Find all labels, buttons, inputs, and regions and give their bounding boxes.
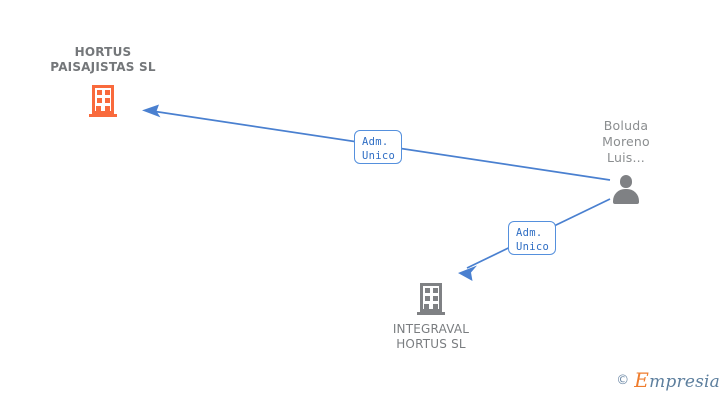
empresia-logo-text: mpresia	[649, 372, 720, 392]
empresia-logo-initial: E	[634, 368, 650, 392]
edge-label-adm-unico-integraval[interactable]: Adm. Unico	[508, 221, 556, 255]
person-icon	[611, 174, 641, 204]
empresia-logo: Empresia	[634, 368, 720, 392]
copyright-icon: ©	[616, 372, 630, 388]
edge-arrowhead	[142, 104, 161, 118]
edge-arrowhead	[458, 265, 477, 281]
node-label-hortus-paisajistas: HORTUS PAISAJISTAS SL	[50, 45, 156, 74]
node-label-boluda-moreno-luis: Boluda Moreno Luis...	[602, 118, 650, 165]
node-label-integraval-hortus: INTEGRAVAL HORTUS SL	[392, 322, 470, 351]
building-icon	[417, 283, 445, 315]
building-icon	[89, 85, 117, 117]
empresia-watermark: © Empresia	[616, 368, 720, 392]
edge-label-adm-unico-hortus-paisajistas[interactable]: Adm. Unico	[354, 130, 402, 164]
